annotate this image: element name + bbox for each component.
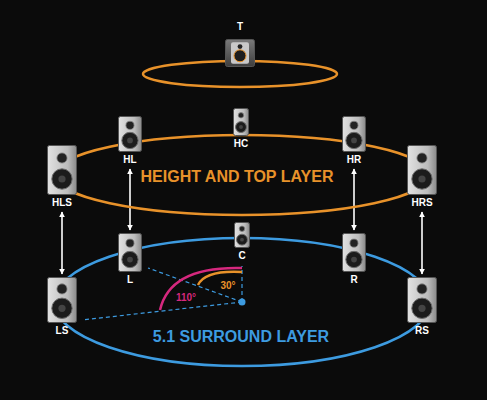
speaker-dust-cap [58, 175, 65, 182]
speaker-tweeter [126, 239, 134, 247]
speaker-icon [47, 145, 77, 195]
angle-label-box: 30° [219, 275, 236, 293]
speaker-icon [233, 108, 249, 136]
speaker-tweeter [239, 226, 244, 231]
speaker-icon [118, 233, 142, 272]
speaker-cabinet [343, 234, 366, 272]
double-arrow [129, 169, 131, 230]
speaker-cabinet [119, 234, 142, 272]
angle-arc-110 [160, 268, 242, 310]
speaker-tweeter [417, 153, 427, 163]
speaker: HR [342, 116, 366, 166]
speaker-woofer [52, 298, 72, 318]
speaker-woofer [236, 122, 247, 133]
layer-title: 5.1 SURROUND LAYER [153, 328, 329, 345]
speaker-cabinet [235, 223, 250, 248]
speaker-woofer [234, 50, 246, 62]
speaker-woofer [122, 251, 138, 267]
speaker-cabinet [48, 146, 77, 195]
speaker-woofer [52, 169, 72, 189]
speaker-cabinet [119, 117, 142, 152]
speaker-woofer [237, 234, 248, 245]
speaker: RS [407, 277, 437, 337]
speaker-dust-cap [58, 305, 65, 312]
speaker-icon [342, 233, 366, 272]
speaker: LS [47, 277, 77, 337]
speaker: T [225, 21, 255, 67]
speaker-label: HC [234, 138, 248, 150]
speaker-tweeter [238, 44, 243, 49]
speaker-woofer [122, 132, 138, 148]
speaker-face [231, 42, 249, 63]
layer-title: HEIGHT AND TOP LAYER [141, 168, 334, 185]
speaker: HRS [407, 145, 437, 209]
speaker-dust-cap [351, 138, 357, 144]
speaker-label: C [238, 250, 245, 262]
speaker-label: T [237, 21, 243, 33]
speaker-dust-cap [418, 305, 425, 312]
speaker-tweeter [417, 284, 427, 294]
angle-label: 30° [219, 280, 236, 291]
speaker-tweeter [238, 113, 243, 118]
layer-ellipse [54, 238, 430, 366]
speaker-woofer [346, 251, 362, 267]
speaker-dust-cap [127, 138, 133, 144]
speaker-tweeter [57, 284, 67, 294]
angle-label-box: 110° [175, 287, 197, 305]
speaker-dust-cap [127, 257, 133, 263]
speaker-label: HRS [411, 197, 432, 209]
speaker-dust-cap [239, 125, 243, 129]
speaker-label: R [350, 274, 357, 286]
speaker-cabinet [408, 146, 437, 195]
speaker-label: LS [56, 325, 69, 337]
speaker-tweeter [350, 121, 358, 129]
speaker-cabinet [226, 40, 255, 67]
speaker-icon [225, 39, 255, 67]
speaker-cabinet [343, 117, 366, 152]
double-arrow [61, 212, 63, 274]
speaker-icon [407, 277, 437, 323]
speaker-tweeter [57, 153, 67, 163]
speaker-woofer [346, 132, 362, 148]
speaker-icon [407, 145, 437, 195]
speaker-dust-cap [418, 175, 425, 182]
speaker-cabinet [234, 109, 249, 136]
speaker-label: L [127, 274, 133, 286]
speaker: HL [118, 116, 142, 166]
speaker-cabinet [48, 278, 77, 323]
speaker-icon [342, 116, 366, 152]
speaker-label: HL [123, 154, 136, 166]
speaker-icon [47, 277, 77, 323]
speaker-cabinet [408, 278, 437, 323]
speaker-icon [234, 222, 250, 248]
layer-ellipse [55, 135, 429, 215]
speaker: HLS [47, 145, 77, 209]
double-arrow [421, 212, 423, 274]
speaker-label: HLS [52, 197, 72, 209]
speaker-tweeter [126, 121, 134, 129]
speaker-woofer [412, 169, 432, 189]
double-arrow [353, 169, 355, 230]
speaker-dust-cap [351, 257, 357, 263]
angle-label: 110° [175, 292, 197, 303]
speaker: R [342, 233, 366, 286]
speaker-icon [118, 116, 142, 152]
speaker-label: HR [347, 154, 361, 166]
speaker: L [118, 233, 142, 286]
speaker-tweeter [350, 239, 358, 247]
speaker-woofer [412, 298, 432, 318]
listener-dot [239, 299, 246, 306]
speaker-label: RS [415, 325, 429, 337]
speaker: HC [233, 108, 249, 150]
speaker-dust-cap [240, 238, 244, 242]
speaker: C [234, 222, 250, 262]
